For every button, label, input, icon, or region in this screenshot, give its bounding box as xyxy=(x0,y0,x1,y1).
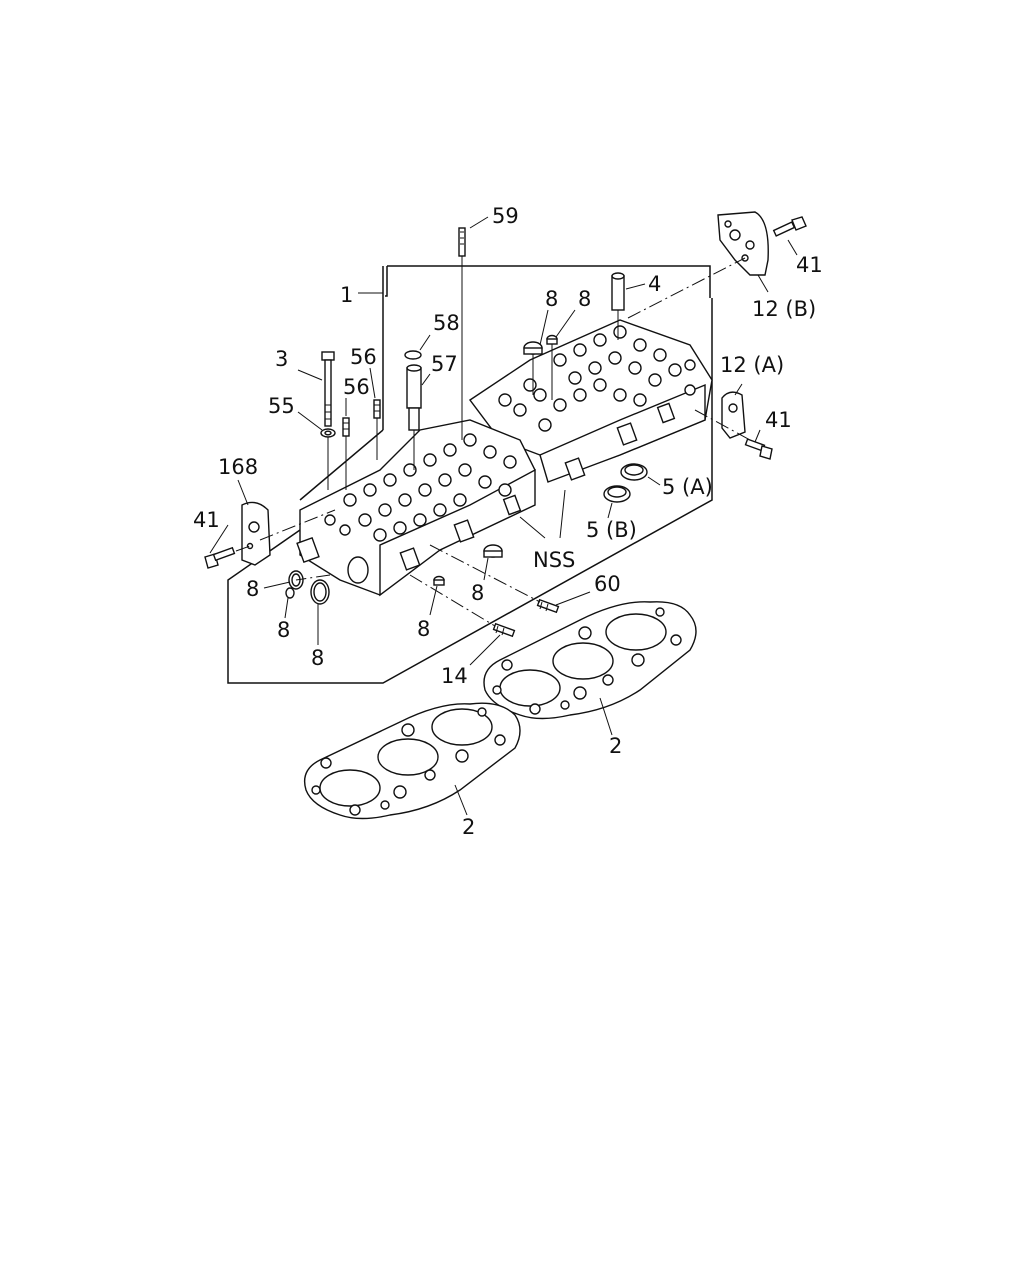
part-8-plug-upper-left xyxy=(523,341,543,395)
part-41-bolt-top xyxy=(772,216,807,237)
front-head-valve-ports xyxy=(324,433,517,542)
callout-14: 14 xyxy=(441,664,468,688)
callout-60: 60 xyxy=(594,572,621,596)
callout-58: 58 xyxy=(433,311,460,335)
part-57-injector-sleeve xyxy=(406,364,422,470)
callout-8-left-a: 8 xyxy=(246,577,259,601)
part-12b-bracket xyxy=(717,211,769,276)
part-59-stud xyxy=(458,227,466,440)
part-8-plug-center xyxy=(483,544,503,558)
leader-lines xyxy=(209,216,798,816)
callout-8-center: 8 xyxy=(471,581,484,605)
part-5a-seal xyxy=(620,463,648,481)
callout-12b: 12 (B) xyxy=(752,297,816,321)
part-4-sleeve xyxy=(611,272,625,340)
callout-168: 168 xyxy=(218,455,258,479)
callout-8-left-b: 8 xyxy=(277,618,290,642)
callout-1: 1 xyxy=(340,283,353,307)
part-8-plug-left-b xyxy=(285,587,295,599)
part-3-bolt xyxy=(321,351,335,427)
callout-8-top-left: 8 xyxy=(545,287,558,311)
callout-59: 59 xyxy=(492,204,519,228)
part-8-plug-small-center xyxy=(433,575,445,586)
callout-55: 55 xyxy=(268,394,295,418)
callout-41-top: 41 xyxy=(796,253,823,277)
callout-8-center-low: 8 xyxy=(417,617,430,641)
part-8-plug-upper-right xyxy=(546,334,558,400)
part-60-stud xyxy=(536,598,560,614)
callout-8-left-c: 8 xyxy=(311,646,324,670)
callout-labels: 59 1 8 8 4 41 12 (B) 58 3 56 57 56 55 12… xyxy=(193,204,823,839)
part-5b-seal xyxy=(603,485,631,503)
callout-3: 3 xyxy=(275,347,288,371)
part-56-stud-left xyxy=(342,417,350,490)
callout-8-top-right: 8 xyxy=(578,287,591,311)
head-gasket-lower xyxy=(303,702,521,820)
rear-head-valve-ports xyxy=(498,325,696,432)
callout-4: 4 xyxy=(648,272,661,296)
head-gasket-upper xyxy=(483,601,697,720)
part-8-plug-left-c xyxy=(310,579,330,605)
part-14-stud xyxy=(492,622,516,638)
part-168-bracket xyxy=(241,501,271,566)
callout-nss: NSS xyxy=(533,548,575,572)
callout-2-upper: 2 xyxy=(609,734,622,758)
callout-5a: 5 (A) xyxy=(662,475,713,499)
callout-2-lower: 2 xyxy=(462,815,475,839)
callout-12a: 12 (A) xyxy=(720,353,784,377)
callout-41-left: 41 xyxy=(193,508,220,532)
callout-56-lower: 56 xyxy=(343,375,370,399)
part-58-oring xyxy=(404,350,422,360)
part-41-bolt-right xyxy=(744,438,773,460)
callout-57: 57 xyxy=(431,352,458,376)
part-55-washer xyxy=(320,428,336,490)
part-41-bolt-left xyxy=(204,546,236,569)
cylinder-head-front xyxy=(296,419,536,597)
callout-41-right: 41 xyxy=(765,408,792,432)
part-56-stud-right xyxy=(373,399,381,460)
callout-56-upper: 56 xyxy=(350,345,377,369)
callout-5b: 5 (B) xyxy=(586,518,637,542)
cylinder-head-rear xyxy=(468,319,713,483)
